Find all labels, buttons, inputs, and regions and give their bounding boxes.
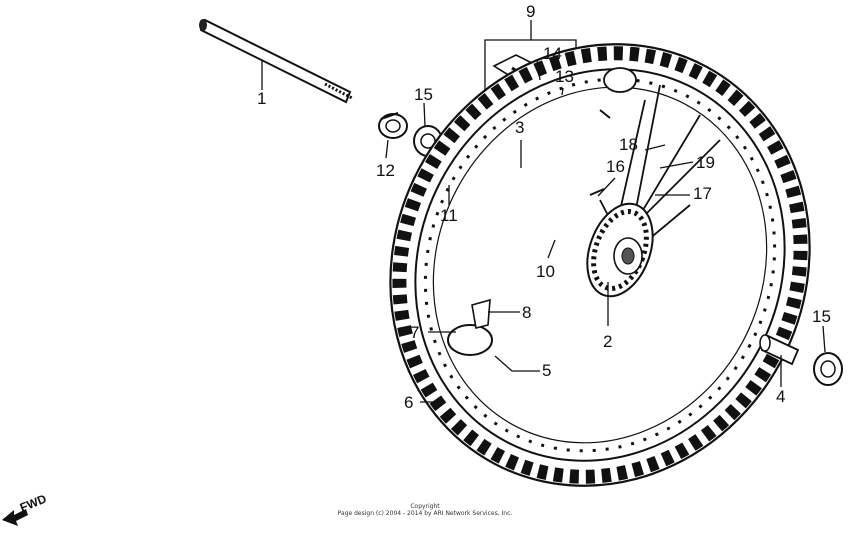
- label-part-2: 2: [603, 332, 612, 351]
- label-part-17: 17: [693, 184, 712, 203]
- fwd-arrow-icon: [2, 509, 28, 526]
- label-part-4: 4: [776, 387, 785, 406]
- copyright-line-2: Page design (c) 2004 - 2014 by ARI Netwo…: [337, 510, 513, 517]
- axle-drawing: [199, 18, 353, 104]
- label-part-18: 18: [619, 135, 638, 154]
- copyright-notice: Copyright Page design (c) 2004 - 2014 by…: [0, 503, 850, 517]
- label-part-16: 16: [606, 157, 625, 176]
- label-part-7: 7: [410, 323, 419, 342]
- label-part-10: 10: [536, 262, 555, 281]
- label-part-13: 13: [555, 67, 574, 86]
- bearing-15-lower-drawing: [813, 352, 843, 386]
- label-part-12: 12: [376, 161, 395, 180]
- label-part-8: 8: [522, 303, 531, 322]
- leader-lines: [261, 20, 826, 403]
- label-part-1: 1: [257, 89, 266, 108]
- label-part-6: 6: [404, 393, 413, 412]
- label-part-5: 5: [542, 361, 551, 380]
- label-part-3: 3: [515, 118, 524, 137]
- label-part-11: 11: [440, 206, 458, 225]
- label-part-15-upper: 15: [414, 85, 433, 104]
- label-part-15-lower: 15: [812, 307, 831, 326]
- wheel-drawing: [389, 43, 811, 487]
- bearing-12-drawing: [378, 112, 408, 139]
- label-part-14: 14: [543, 44, 562, 63]
- label-part-19: 19: [696, 153, 715, 172]
- part-labels: 1 2 3 4 5 6 7 8 9 10 11 12 13 14 15 15 1…: [257, 2, 831, 412]
- collar-4-drawing: [759, 334, 800, 366]
- copyright-line-1: Copyright: [410, 503, 440, 510]
- label-part-9: 9: [526, 2, 535, 21]
